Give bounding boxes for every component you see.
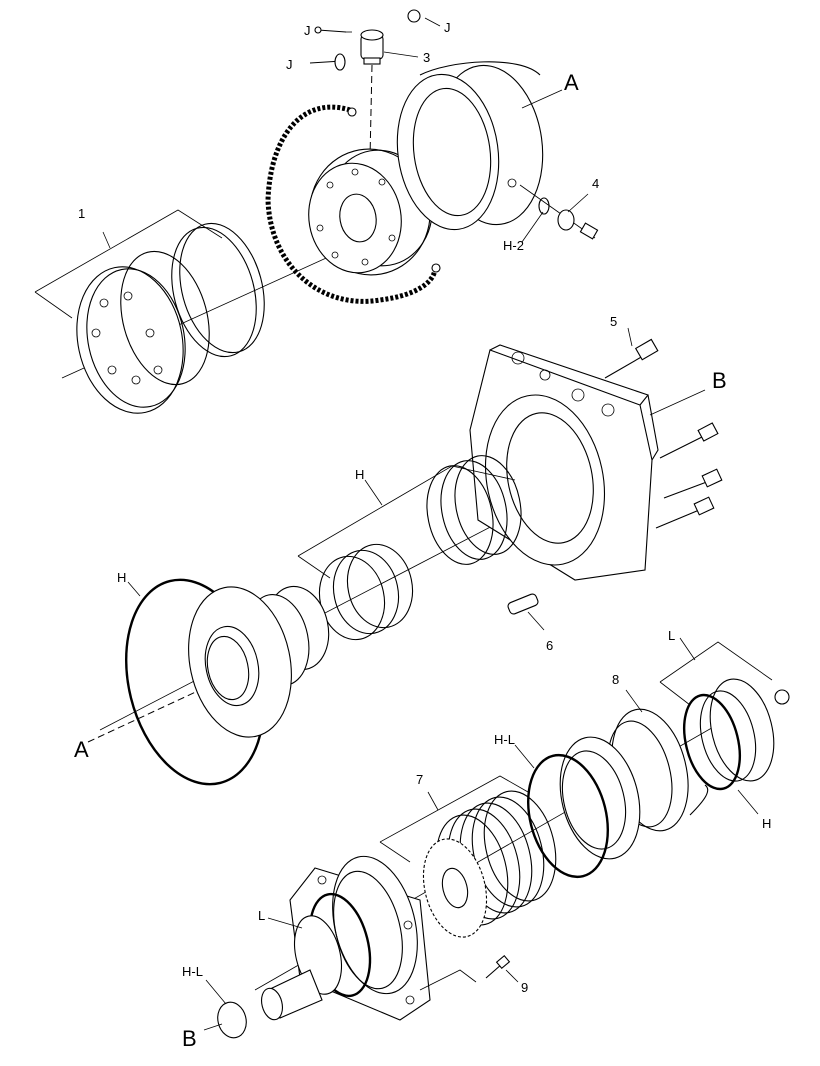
o-ring-hl xyxy=(217,1001,247,1039)
label-part-7: 7 xyxy=(416,772,423,787)
label-a-left: A xyxy=(74,737,89,762)
label-j2: J xyxy=(444,20,451,35)
label-part-8: 8 xyxy=(612,672,619,687)
housing-a xyxy=(396,61,544,231)
label-part-4: 4 xyxy=(592,176,599,191)
bracket-l-top xyxy=(659,641,773,683)
label-h-left: H xyxy=(117,570,126,585)
label-a-top: A xyxy=(564,70,579,95)
bracket-h xyxy=(297,465,516,557)
ball-chain xyxy=(265,104,441,304)
label-b-bottom: B xyxy=(182,1026,197,1051)
housing-b xyxy=(469,344,659,581)
label-h-right: H xyxy=(762,816,771,831)
label-l-bottom: L xyxy=(258,908,265,923)
label-part-9: 9 xyxy=(521,980,528,995)
pin-6 xyxy=(507,593,545,631)
label-hl-mid: H-L xyxy=(494,732,515,747)
label-part-6: 6 xyxy=(546,638,553,653)
label-part-1: 1 xyxy=(78,206,85,221)
clutch-discs-7 xyxy=(422,790,557,938)
hub-assembly xyxy=(308,148,433,276)
end-cap xyxy=(683,678,790,791)
spring-rings-h xyxy=(318,455,522,641)
label-part-5: 5 xyxy=(610,314,617,329)
label-l-top: L xyxy=(668,628,675,643)
j-pins xyxy=(309,9,421,71)
piston-hl xyxy=(526,736,641,879)
piston-hub xyxy=(188,585,330,738)
seal-rings-1 xyxy=(120,222,265,386)
cover-plate xyxy=(76,266,186,414)
output-housing xyxy=(289,855,431,1021)
bracket-9 xyxy=(419,969,477,991)
label-h2: H-2 xyxy=(503,238,524,253)
bolts-5 xyxy=(604,338,723,529)
label-part-3: 3 xyxy=(423,50,430,65)
bracket-1 xyxy=(34,209,223,293)
output-shaft xyxy=(261,915,342,1021)
label-h-mid: H xyxy=(355,467,364,482)
label-b-right: B xyxy=(712,368,727,393)
top-vertical-dash xyxy=(369,64,373,159)
bracket-7 xyxy=(379,775,529,843)
label-hl-bottom: H-L xyxy=(182,964,203,979)
label-j1: J xyxy=(304,23,311,38)
label-j3: J xyxy=(286,57,293,72)
fitting-4 xyxy=(519,184,599,240)
fitting-3 xyxy=(360,29,384,65)
bolt-9 xyxy=(485,954,511,979)
